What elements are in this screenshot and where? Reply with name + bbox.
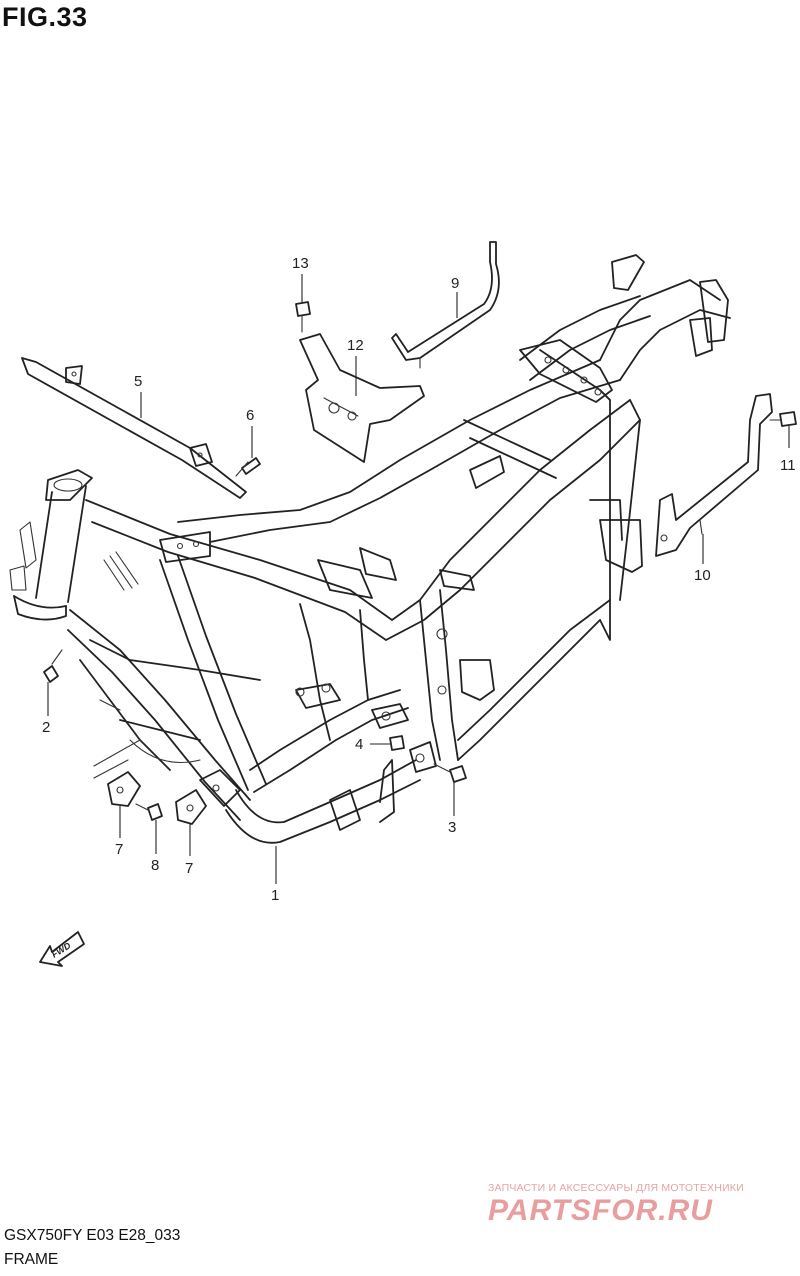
part-13-bolt [295,301,311,333]
part-3-bolt [433,763,467,783]
part-8-bolt [135,803,163,821]
watermark: ЗАПЧАСТИ И АКСЕССУАРЫ ДЛЯ МОТОТЕХНИКИ PA… [488,1182,793,1228]
part-9-grab-bar [391,241,500,369]
callout-6: 6 [246,407,254,424]
callout-11: 11 [780,457,796,474]
fwd-label: FWD [50,940,73,960]
callout-7-left: 7 [115,841,123,858]
callout-3: 3 [448,819,456,836]
callout-12: 12 [347,337,364,354]
callout-4: 4 [355,736,363,753]
part-11-bolt [769,411,797,427]
part-2-bolt [43,649,63,683]
callout-leaders [47,274,790,884]
section-name: FRAME [4,1251,59,1268]
callout-2: 2 [42,719,50,736]
callout-7-right: 7 [185,860,193,877]
callout-1: 1 [271,887,279,904]
part-6-bolt [235,457,261,477]
watermark-tagline: ЗАПЧАСТИ И АКСЕССУАРЫ ДЛЯ МОТОТЕХНИКИ [488,1182,744,1194]
part-7-bracket-left [107,771,141,807]
part-10-side-bracket [655,393,773,557]
main-frame [9,254,731,844]
part-12-plate-bracket [299,333,425,463]
callout-5: 5 [134,373,142,390]
callout-13: 13 [292,255,309,272]
figure-title: FIG.33 [2,2,88,32]
callout-9: 9 [451,275,459,292]
model-code: GSX750FY E03 E28_033 [4,1227,181,1244]
watermark-brand: PARTSFOR.RU [488,1194,713,1227]
part-5-bracket [21,357,247,499]
callout-10: 10 [694,567,711,584]
fwd-arrow-icon: FWD [39,931,85,967]
part-7-bracket-right [175,789,207,825]
part-4-nut [389,735,405,751]
callout-8: 8 [151,857,159,874]
